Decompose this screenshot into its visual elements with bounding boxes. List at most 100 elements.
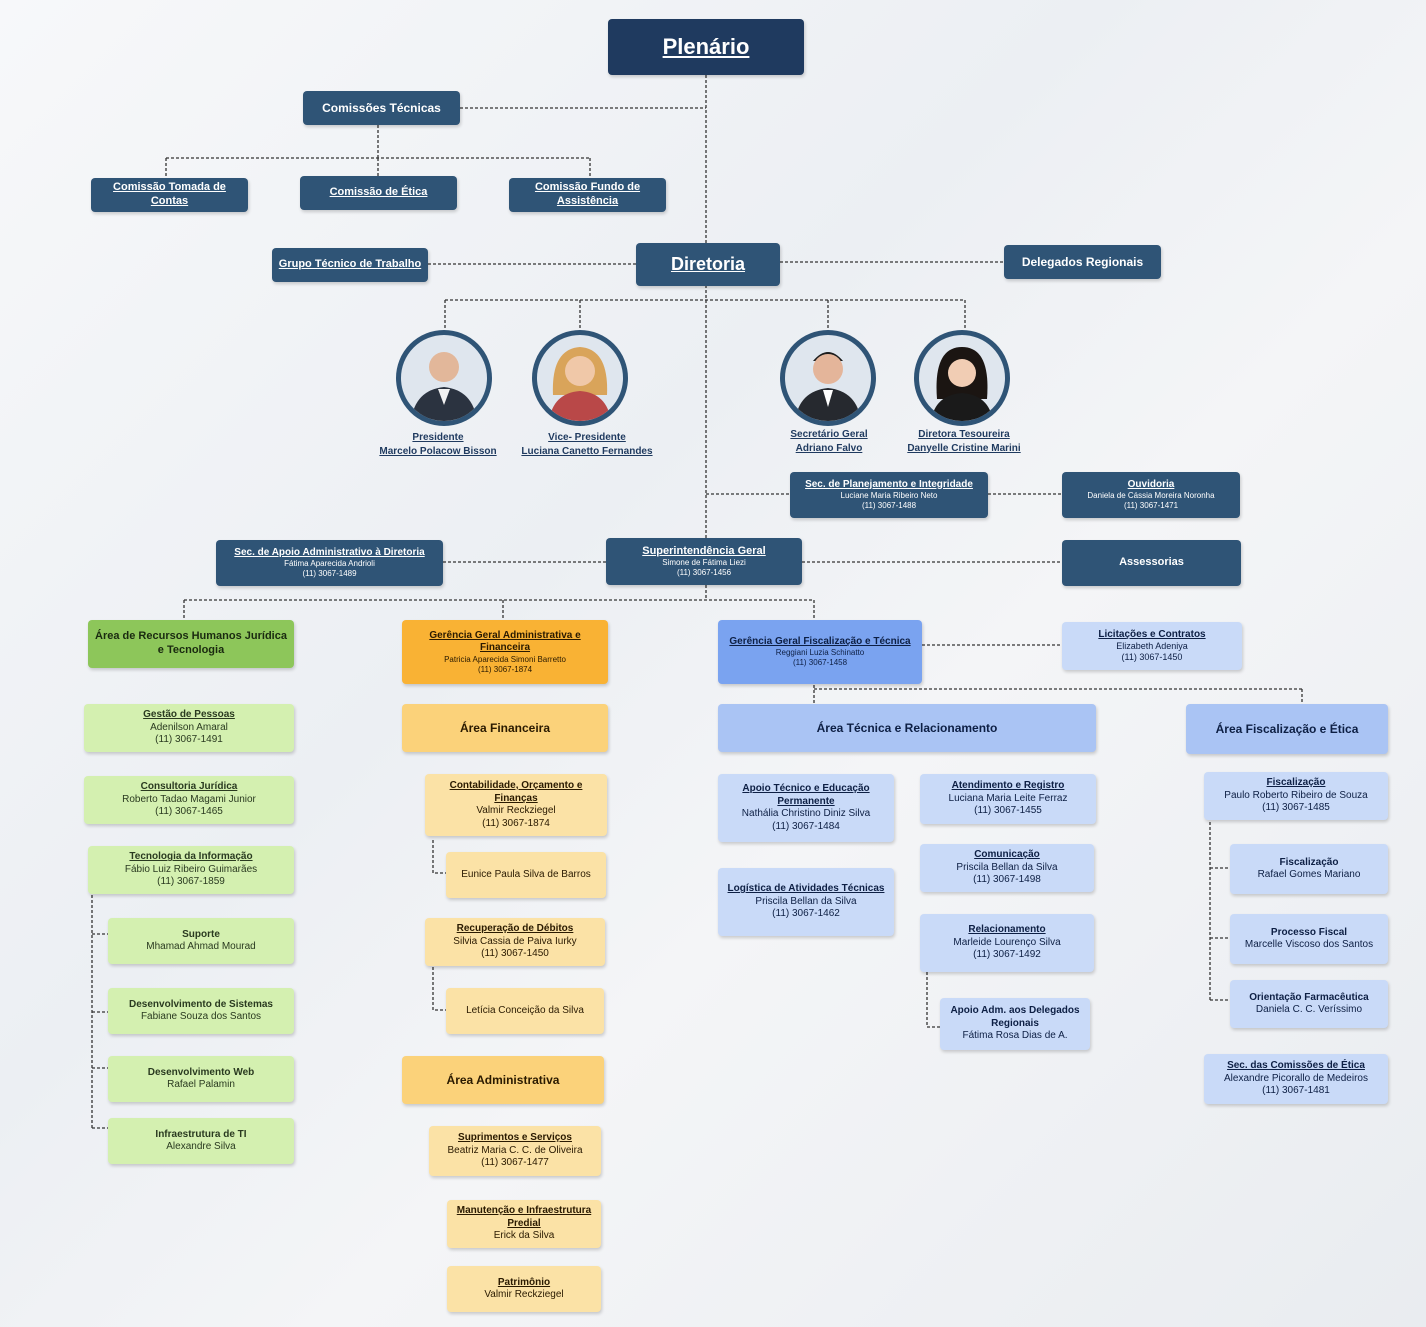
processo-fiscal-box[interactable]: Processo Fiscal Marcelle Viscoso dos San… (1230, 914, 1388, 964)
sec-planejamento-title: Sec. de Planejamento e Integridade (805, 478, 973, 490)
gestao-pessoas-name: Adenilson Amaral (150, 721, 228, 733)
suprimentos-title: Suprimentos e Serviços (458, 1132, 572, 1144)
relacionamento-phone: (11) 3067-1492 (973, 949, 1041, 961)
tecnologia-title: Tecnologia da Informação (129, 851, 253, 863)
superintendencia-title: Superintendência Geral (642, 544, 766, 557)
sec-comissoes-name: Alexandre Picorallo de Medeiros (1224, 1072, 1368, 1084)
licitacoes-name: Elizabeth Adeniya (1116, 641, 1188, 651)
area-rh-title: Área de Recursos Humanos Jurídica e Tecn… (95, 630, 287, 656)
atendimento-phone: (11) 3067-1455 (974, 805, 1042, 817)
apoio-tecnico-box[interactable]: Apoio Técnico e Educação Permanente Nath… (718, 774, 894, 842)
secretario-geral-caption[interactable]: Secretário Geral Adriano Falvo (770, 428, 888, 455)
grupo-tecnico-title: Grupo Técnico de Trabalho (278, 258, 422, 271)
sec-planejamento-box[interactable]: Sec. de Planejamento e Integridade Lucia… (790, 472, 988, 518)
dev-sistemas-box[interactable]: Desenvolvimento de Sistemas Fabiane Souz… (108, 988, 294, 1034)
gerencia-fisc-title: Gerência Geral Fiscalização e Técnica (729, 635, 911, 647)
comissao-fundo-box[interactable]: Comissão Fundo de Assistência (509, 178, 666, 212)
area-financeira-box[interactable]: Área Financeira (402, 704, 608, 752)
vice-presidente-caption[interactable]: Vice- Presidente Luciana Canetto Fernand… (512, 431, 662, 458)
atendimento-title: Atendimento e Registro (951, 780, 1065, 792)
fiscalizacao-sub-box[interactable]: Fiscalização Rafael Gomes Mariano (1230, 844, 1388, 894)
comissoes-tecnicas-box[interactable]: Comissões Técnicas (303, 91, 460, 125)
sec-apoio-box[interactable]: Sec. de Apoio Administrativo à Diretoria… (216, 540, 443, 586)
licitacoes-box[interactable]: Licitações e Contratos Elizabeth Adeniya… (1062, 622, 1242, 670)
suprimentos-box[interactable]: Suprimentos e Serviços Beatriz Maria C. … (429, 1126, 601, 1176)
superintendencia-name: Simone de Fátima Liezi (662, 558, 746, 568)
gerencia-fisc-box[interactable]: Gerência Geral Fiscalização e Técnica Re… (718, 620, 922, 684)
superintendencia-box[interactable]: Superintendência Geral Simone de Fátima … (606, 538, 802, 585)
comissao-tomada-title: Comissão Tomada de Contas (113, 181, 226, 207)
comissao-etica-box[interactable]: Comissão de Ética (300, 176, 457, 210)
comunicacao-box[interactable]: Comunicação Priscila Bellan da Silva (11… (920, 844, 1094, 892)
diretoria-box[interactable]: Diretoria (636, 243, 780, 286)
orientacao-box[interactable]: Orientação Farmacêutica Daniela C. C. Ve… (1230, 980, 1388, 1028)
comissao-fundo-title: Comissão Fundo de Assistência (534, 181, 641, 207)
suprimentos-name: Beatriz Maria C. C. de Oliveira (447, 1144, 583, 1156)
diretora-tesoureira-caption[interactable]: Diretora Tesoureira Danyelle Cristine Ma… (894, 428, 1034, 455)
eunice-name: Eunice Paula Silva de Barros (461, 868, 591, 880)
recuperacao-name: Silvia Cassia de Paiva Iurky (453, 935, 577, 947)
suporte-name: Mhamad Ahmad Mourad (146, 941, 256, 952)
contabilidade-title: Contabilidade, Orçamento e Finanças (449, 780, 583, 804)
contabilidade-box[interactable]: Contabilidade, Orçamento e Finanças Valm… (425, 774, 607, 836)
leticia-box[interactable]: Letícia Conceição da Silva (446, 988, 604, 1034)
gerencia-fisc-name: Reggiani Luzia Schinatto (775, 648, 865, 658)
superintendencia-phone: (11) 3067-1456 (676, 568, 732, 578)
tecnologia-box[interactable]: Tecnologia da Informação Fábio Luiz Ribe… (88, 846, 294, 894)
area-administrativa-box[interactable]: Área Administrativa (402, 1056, 604, 1104)
gestao-pessoas-box[interactable]: Gestão de Pessoas Adenilson Amaral (11) … (84, 704, 294, 752)
comissao-tomada-box[interactable]: Comissão Tomada de Contas (91, 178, 248, 212)
sec-apoio-name: Fátima Aparecida Andrioli (284, 559, 375, 569)
area-rh-box[interactable]: Área de Recursos Humanos Jurídica e Tecn… (88, 620, 294, 668)
plenario-box[interactable]: Plenário (608, 19, 804, 75)
diretora-tesoureira-name: Danyelle Cristine Marini (907, 442, 1021, 454)
apoio-tecnico-phone: (11) 3067-1484 (772, 820, 840, 832)
area-tecnica-box[interactable]: Área Técnica e Relacionamento (718, 704, 1096, 752)
logistica-box[interactable]: Logística de Atividades Técnicas Priscil… (718, 868, 894, 936)
fiscalizacao-main-phone: (11) 3067-1485 (1262, 802, 1330, 814)
gerencia-adm-box[interactable]: Gerência Geral Administrativa e Financei… (402, 620, 608, 684)
contabilidade-phone: (11) 3067-1874 (482, 817, 550, 829)
ouvidoria-box[interactable]: Ouvidoria Daniela de Cássia Moreira Noro… (1062, 472, 1240, 518)
sec-planejamento-name: Luciane Maria Ribeiro Neto (840, 491, 938, 501)
sec-apoio-phone: (11) 3067-1489 (302, 569, 357, 579)
infra-ti-box[interactable]: Infraestrutura de TI Alexandre Silva (108, 1118, 294, 1164)
consultoria-title: Consultoria Jurídica (140, 781, 238, 793)
eunice-box[interactable]: Eunice Paula Silva de Barros (446, 852, 606, 898)
sec-comissoes-box[interactable]: Sec. das Comissões de Ética Alexandre Pi… (1204, 1054, 1388, 1104)
apoio-delegados-title: Apoio Adm. aos Delegados Regionais (950, 1005, 1080, 1029)
manutencao-title: Manutenção e Infraestrutura Predial (456, 1205, 592, 1229)
comunicacao-name: Priscila Bellan da Silva (956, 861, 1058, 873)
contabilidade-name: Valmir Reckziegel (476, 805, 556, 816)
consultoria-box[interactable]: Consultoria Jurídica Roberto Tadao Magam… (84, 776, 294, 824)
secretario-geral-name: Adriano Falvo (795, 442, 863, 454)
ouvidoria-phone: (11) 3067-1471 (1123, 501, 1179, 511)
manutencao-box[interactable]: Manutenção e Infraestrutura Predial Eric… (447, 1200, 601, 1248)
recuperacao-box[interactable]: Recuperação de Débitos Silvia Cassia de … (425, 918, 605, 966)
assessorias-title: Assessorias (1119, 556, 1184, 569)
grupo-tecnico-box[interactable]: Grupo Técnico de Trabalho (272, 248, 428, 282)
patrimonio-box[interactable]: Patrimônio Valmir Reckziegel (447, 1266, 601, 1312)
presidente-caption[interactable]: Presidente Marcelo Polacow Bisson (368, 431, 508, 458)
secretario-geral-role: Secretário Geral (790, 429, 868, 440)
gestao-pessoas-phone: (11) 3067-1491 (155, 734, 223, 746)
relacionamento-box[interactable]: Relacionamento Marleide Lourenço Silva (… (920, 914, 1094, 972)
delegados-regionais-box[interactable]: Delegados Regionais (1004, 245, 1161, 279)
apoio-delegados-box[interactable]: Apoio Adm. aos Delegados Regionais Fátim… (940, 998, 1090, 1050)
diretora-tesoureira-photo (914, 330, 1010, 426)
consultoria-phone: (11) 3067-1465 (155, 806, 223, 818)
delegados-regionais-title: Delegados Regionais (1021, 254, 1144, 269)
assessorias-box[interactable]: Assessorias (1062, 540, 1241, 586)
ouvidoria-title: Ouvidoria (1127, 478, 1175, 490)
presidente-name: Marcelo Polacow Bisson (379, 445, 497, 457)
suporte-box[interactable]: Suporte Mhamad Ahmad Mourad (108, 918, 294, 964)
dev-web-box[interactable]: Desenvolvimento Web Rafael Palamin (108, 1056, 294, 1102)
fiscalizacao-main-box[interactable]: Fiscalização Paulo Roberto Ribeiro de So… (1204, 772, 1388, 820)
patrimonio-title: Patrimônio (497, 1276, 551, 1288)
presidente-role: Presidente (412, 432, 464, 443)
atendimento-box[interactable]: Atendimento e Registro Luciana Maria Lei… (920, 774, 1096, 824)
plenario-title: Plenário (662, 34, 750, 60)
area-fisc-etica-box[interactable]: Área Fiscalização e Ética (1186, 704, 1388, 754)
